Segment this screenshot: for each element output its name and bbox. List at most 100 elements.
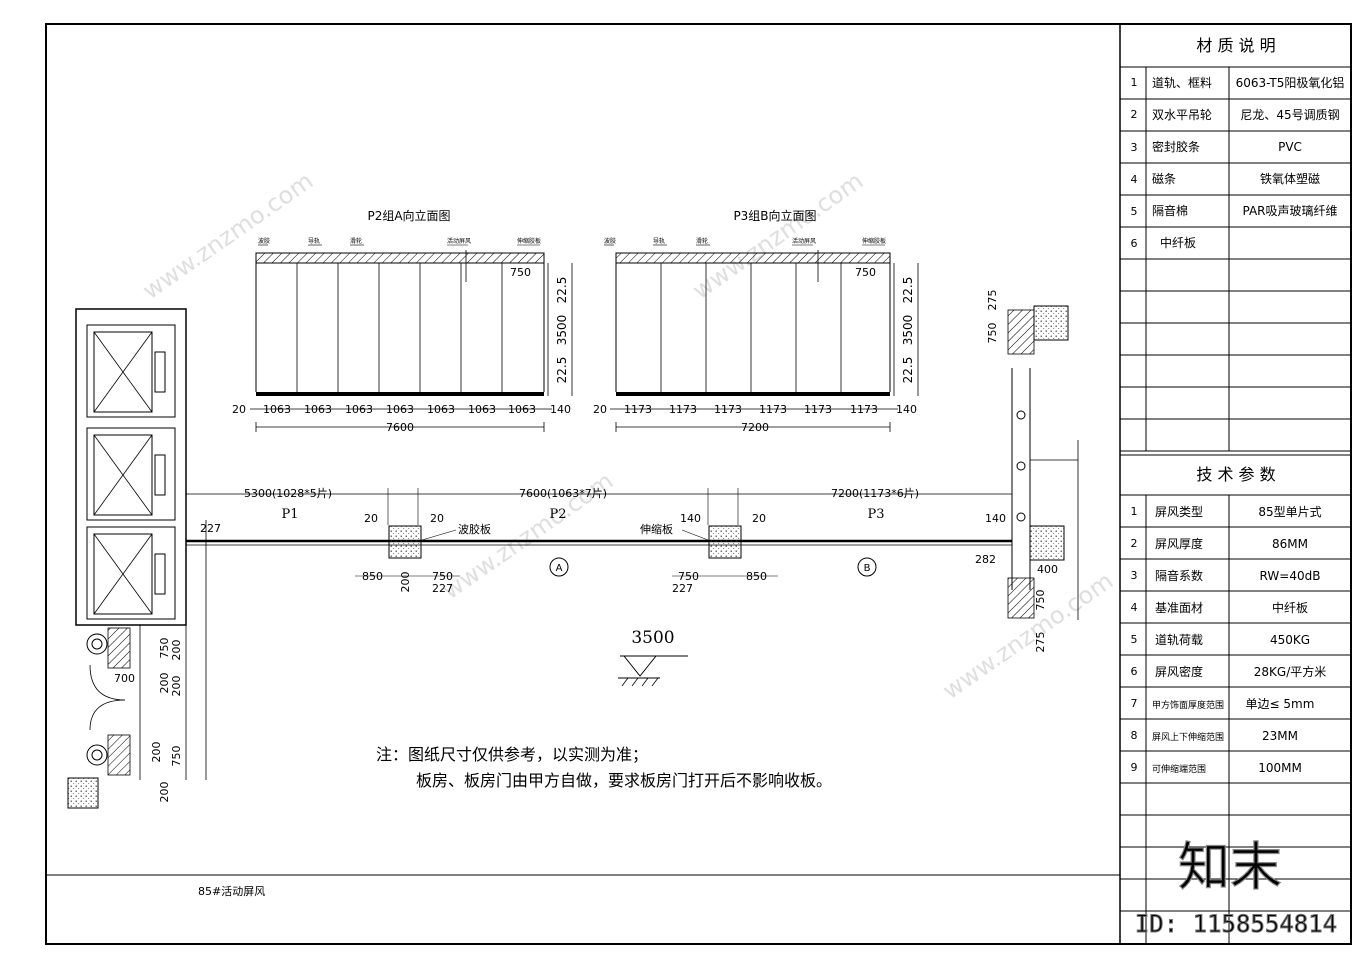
mat-no-4: 4 (1131, 173, 1138, 186)
mat-name-3: 密封胶条 (1152, 139, 1200, 154)
elevation-a-title: P2组A向立面图 (367, 208, 450, 223)
dim-b6: 1063 (468, 403, 496, 416)
mat-value-4: 铁氧体塑磁 (1260, 171, 1320, 186)
dim-750a: 750 (432, 570, 453, 583)
watermark-layer: www.znzmo.com www.znzmo.com www.znzmo.co… (137, 167, 1118, 705)
dim-bb3: 1173 (714, 403, 742, 416)
drawing-frame (45, 23, 1352, 945)
tech-name-5: 道轨荷载 (1155, 633, 1203, 647)
mat-name-2: 双水平吊轮 (1152, 108, 1212, 122)
tech-no-1: 1 (1131, 505, 1138, 518)
id-text: ID: 1158554814 (1135, 910, 1337, 938)
elevator-shaft (75, 308, 187, 626)
tech-no-3: 3 (1131, 569, 1138, 582)
dim-l200e: 200 (170, 676, 183, 697)
dim-bb4: 1173 (759, 403, 787, 416)
label-rail: 导轨 (308, 237, 320, 245)
marker-b (857, 557, 877, 577)
label-wave-board: 波胶板 (458, 522, 491, 536)
dim-b0: 20 (232, 403, 246, 416)
dim-850b: 850 (746, 570, 767, 583)
dim-282: 282 (975, 553, 996, 566)
label-expansion-b: 伸缩胶板 (862, 237, 886, 245)
elevation-b-title: P3组B向立面图 (733, 208, 816, 223)
tech-name-3: 隔音系数 (1155, 568, 1203, 583)
dim-l750b: 750 (170, 746, 183, 767)
label-rail-b: 导轨 (653, 237, 665, 245)
label-pulley-b: 滑轮 (696, 237, 708, 245)
column-sw (67, 777, 99, 809)
column-ne (1033, 305, 1069, 341)
span-p2: 7600(1063*7片) (519, 487, 607, 500)
tech-title: 技 术 参 数 (1196, 465, 1275, 484)
span-p1: 5300(1028*5片) (244, 487, 332, 500)
marker-a-label: A (556, 563, 563, 574)
tech-no-8: 8 (1131, 729, 1138, 742)
dim-b8: 140 (550, 403, 571, 416)
dim-b3: 1063 (345, 403, 373, 416)
watermark-1: www.znzmo.com (137, 167, 318, 305)
elevation-a: P2组A向立面图 波胶 导轨 滑轮 活动屏风 伸缩胶板 22.5 3500 22… (232, 208, 573, 434)
tech-name-8: 屏风上下伸缩范围 (1152, 731, 1224, 743)
dim-side-bottom: 22.5 (555, 357, 569, 384)
dim-l200c: 200 (150, 742, 163, 763)
dim-bb2: 1173 (669, 403, 697, 416)
tech-name-1: 屏风类型 (1155, 505, 1203, 519)
span-p3: 7200(1173*6片) (831, 487, 919, 500)
dim-850a: 850 (362, 570, 383, 583)
dim-bb7: 140 (896, 403, 917, 416)
dim-side-bottom-b: 22.5 (901, 357, 915, 384)
tech-name-2: 屏风厚度 (1155, 536, 1203, 551)
dim-bb6: 1173 (850, 403, 878, 416)
door-hinge-1 (86, 633, 108, 655)
dim-l750a: 750 (158, 638, 171, 659)
tech-value-2: 86MM (1272, 537, 1308, 551)
drawing-title: 85#活动屏风 (198, 885, 265, 898)
tech-no-9: 9 (1131, 761, 1138, 774)
dim-side-top-b: 22.5 (901, 277, 915, 304)
tech-value-8: 23MM (1262, 729, 1298, 743)
dim-20b: 20 (430, 512, 444, 525)
materials-title: 材 质 说 明 (1196, 36, 1275, 55)
dim-140a: 140 (680, 512, 701, 525)
tech-name-6: 屏风密度 (1155, 664, 1203, 679)
note-1: 注：图纸尺寸仅供参考，以实测为准； (376, 745, 648, 764)
tech-no-5: 5 (1131, 633, 1138, 646)
tech-value-4: 中纤板 (1272, 600, 1308, 615)
column-2 (708, 525, 742, 559)
mat-no-6: 6 (1131, 237, 1138, 250)
dim-height-b: 3500 (901, 315, 915, 346)
dim-20a: 20 (364, 512, 378, 525)
dim-227c: 227 (672, 582, 693, 595)
tech-no-7: 7 (1131, 697, 1138, 710)
tech-value-9: 100MM (1258, 761, 1302, 775)
tech-name-7: 甲方饰面厚度范围 (1152, 699, 1224, 711)
group-p3: P3 (867, 507, 884, 522)
tech-table: 技 术 参 数 1 屏风类型 85型单片式 2 屏风厚度 86MM 3 隔音系数… (1120, 454, 1351, 944)
dim-bb5: 1173 (804, 403, 832, 416)
dim-total-a: 7600 (386, 421, 414, 434)
dim-227a: 227 (200, 522, 221, 535)
elevation-b: P3组B向立面图 波胶 导轨 滑轮 活动屏风 伸缩胶板 22.5 3500 22… (593, 208, 919, 434)
mat-name-4: 磁条 (1152, 171, 1176, 186)
tech-value-6: 28KG/平方米 (1254, 664, 1326, 679)
dim-750d: 750 (1034, 590, 1047, 611)
mat-value-5: PAR吸声玻璃纤维 (1242, 204, 1337, 218)
tech-no-2: 2 (1131, 537, 1138, 550)
dim-l200a: 200 (170, 640, 183, 661)
label-screen: 活动屏风 (447, 237, 471, 245)
door-hinge-2 (86, 744, 108, 766)
mat-no-1: 1 (1131, 76, 1138, 89)
mat-name-5: 隔音棉 (1152, 203, 1188, 218)
dim-750b: 750 (678, 570, 699, 583)
marker-a (549, 557, 569, 577)
tech-no-4: 4 (1131, 601, 1138, 614)
dim-l200d: 200 (158, 782, 171, 803)
dim-20c: 20 (752, 512, 766, 525)
dim-offset: 750 (510, 266, 531, 279)
dim-200a: 200 (399, 572, 412, 593)
level-value: 3500 (631, 628, 674, 648)
tech-value-1: 85型单片式 (1258, 505, 1321, 519)
dim-bb0: 20 (593, 403, 607, 416)
